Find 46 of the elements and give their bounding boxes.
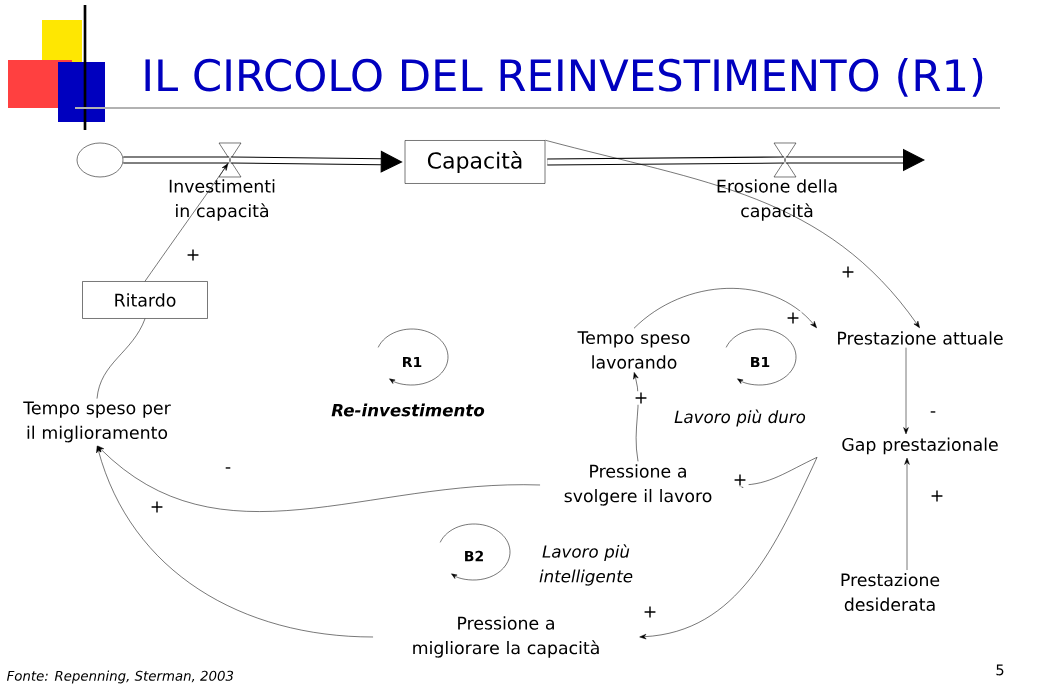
causal-arrow — [545, 139, 920, 328]
polarity-sign: - — [928, 409, 938, 419]
flow-pipe — [230, 150, 403, 173]
flow-pipe — [123, 156, 230, 164]
polarity-sign: + — [784, 311, 802, 325]
title: IL CIRCOLO DEL REINVESTIMENTO (R1) — [145, 58, 983, 97]
flow-valve: Erosione della capacità — [717, 142, 837, 221]
loop-name: Lavoro più duro — [674, 409, 806, 427]
causal-arrow — [633, 288, 817, 329]
node-label: Erosione della capacità — [717, 179, 837, 221]
flow-valve: Investimenti in capacità — [169, 142, 275, 221]
polarity-sign: + — [632, 391, 650, 405]
variable-label: Pressione a svolgere il lavoro — [564, 464, 712, 506]
variable-label: Pressione a migliorare la capacità — [413, 616, 599, 658]
variable-label: Gap prestazionale — [842, 437, 998, 455]
loop-label: B1 — [751, 356, 770, 368]
loop-name: Re-investimento — [331, 403, 485, 417]
node-label: Investimenti in capacità — [169, 179, 275, 221]
source-cloud — [76, 142, 124, 178]
variable-label: Tempo speso lavorando — [577, 331, 690, 369]
causal-arrow — [639, 457, 818, 640]
polarity-sign: + — [839, 265, 857, 279]
polarity-sign: + — [148, 500, 166, 514]
loop-name: Lavoro più intelligente — [539, 544, 633, 586]
loop-label: B2 — [465, 550, 483, 562]
variable-label: Prestazione attuale — [838, 331, 1003, 345]
page-number: 5 — [996, 664, 1004, 676]
polarity-sign: + — [641, 605, 659, 619]
source-note: Fonte: Repenning, Sterman, 2003 — [6, 670, 234, 684]
link-line — [96, 318, 146, 399]
causal-arrow — [144, 163, 229, 282]
polarity-sign: + — [928, 489, 946, 503]
causal-arrow — [97, 445, 541, 512]
variable-label: Prestazione desiderata — [841, 572, 940, 612]
stock-box: Capacità — [404, 140, 546, 184]
polarity-sign: - — [223, 465, 233, 475]
delay-box: Ritardo — [82, 281, 208, 319]
flow-pipe — [547, 156, 785, 166]
polarity-sign: + — [731, 473, 749, 487]
variable-label: Tempo speso per il miglioramento — [23, 401, 171, 443]
causal-arrow — [96, 445, 374, 638]
loop-label: R1 — [403, 356, 422, 368]
polarity-sign: + — [184, 248, 202, 262]
causal-arrow — [633, 372, 639, 462]
causal-arrow — [904, 457, 910, 571]
causal-arrow — [903, 347, 909, 435]
